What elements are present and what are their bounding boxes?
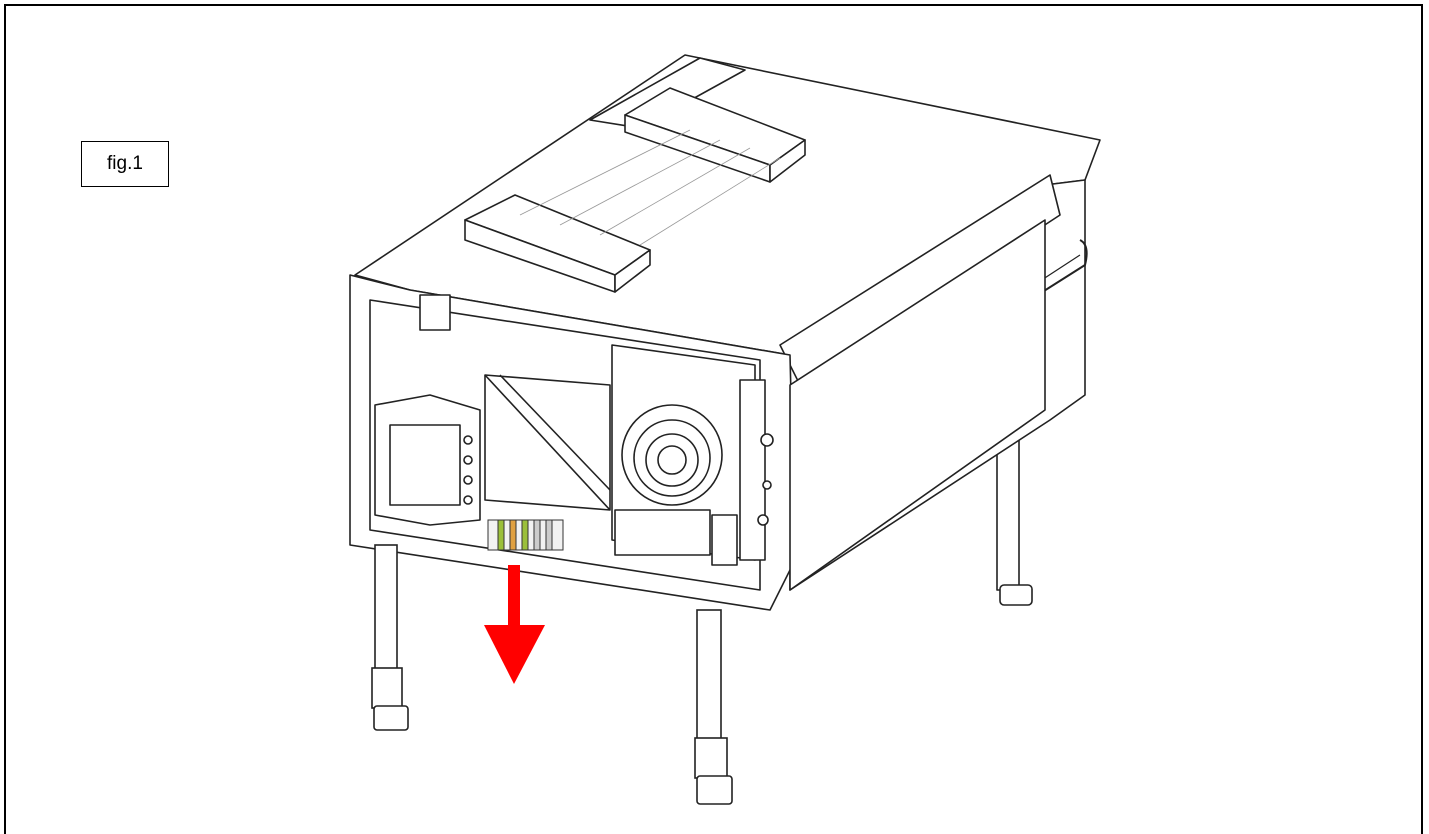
foot-back-right: [999, 584, 1033, 606]
figure-label: fig.1: [81, 141, 169, 187]
foot-pad-front-right: [696, 775, 733, 805]
left-box-front: [389, 424, 461, 506]
appliance-drawing: [349, 54, 1101, 805]
motor-side-part: [711, 514, 738, 566]
top-plate-front-side: [614, 249, 651, 293]
page-frame: [4, 4, 1423, 834]
foot-front-left: [371, 667, 403, 709]
terminal-block: [487, 519, 564, 551]
pan-side: [789, 219, 1046, 591]
motor-base: [614, 509, 711, 556]
foot-front-right: [694, 737, 728, 779]
motor-hub: [657, 445, 687, 475]
foot-pad-front-left: [373, 705, 409, 731]
arrow-down-icon: [484, 565, 545, 684]
pan-rim: [779, 174, 1061, 386]
upper-bracket: [419, 294, 451, 331]
leg-front-left: [374, 544, 398, 671]
control-strip: [739, 379, 766, 561]
leg-front-right: [696, 609, 722, 741]
top-plate-back-side: [769, 139, 806, 183]
